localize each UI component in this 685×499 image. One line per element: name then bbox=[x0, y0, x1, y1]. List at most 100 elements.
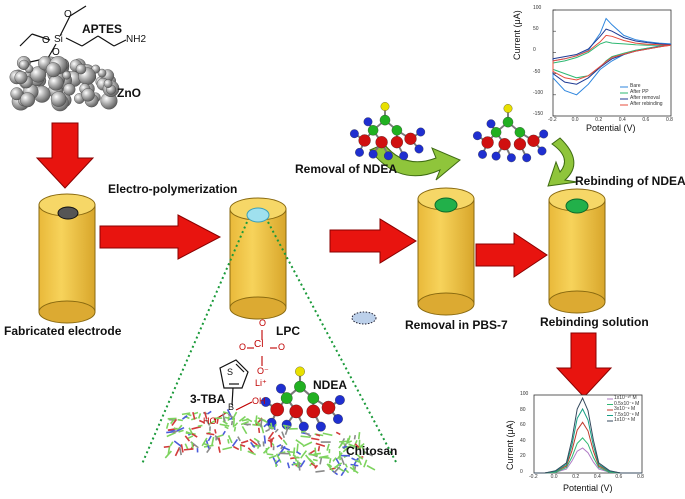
removal-curved-arrow bbox=[369, 143, 461, 181]
zno-particle bbox=[45, 62, 61, 78]
dpv-xtick: -0.2 bbox=[529, 474, 538, 480]
chitosan-bond bbox=[172, 430, 178, 434]
atom bbox=[391, 125, 403, 136]
curved-arrows bbox=[369, 137, 578, 187]
cv-plot-frame bbox=[552, 9, 672, 117]
arrow-down-1 bbox=[35, 122, 95, 189]
dpv-legend-entry: 0.5x10⁻⁹ M bbox=[614, 400, 640, 407]
zno-particle bbox=[20, 92, 36, 108]
chitosan-bond bbox=[214, 429, 217, 434]
lpc-o-right: O bbox=[278, 342, 286, 352]
arrow-right-2 bbox=[329, 218, 417, 264]
arrow-right-3 bbox=[475, 232, 548, 278]
cv-xlabel: Potential (V) bbox=[586, 123, 636, 133]
arrow-right-1 bbox=[99, 214, 222, 260]
tba-label: 3-TBA bbox=[190, 392, 226, 406]
dpv-xtick: 0.8 bbox=[637, 474, 644, 480]
dpv-legend-entry: 7.5x10⁻⁹ M bbox=[614, 411, 640, 418]
atom bbox=[307, 392, 320, 404]
electro-polymerization-label: Electro-polymerization bbox=[108, 182, 238, 196]
chitosan-bond bbox=[344, 463, 348, 468]
chitosan-bond bbox=[274, 458, 281, 465]
chitosan-bond bbox=[366, 464, 376, 471]
chitosan-bond bbox=[347, 435, 351, 441]
cv-ylabel: Current (μA) bbox=[512, 10, 522, 60]
chitosan-bond bbox=[257, 427, 261, 434]
chitosan-bond bbox=[222, 411, 229, 415]
atom bbox=[414, 144, 424, 154]
removal-of-ndea-label: Removal of NDEA bbox=[295, 162, 398, 176]
chitosan-bond bbox=[280, 444, 284, 450]
chitosan-bond bbox=[178, 446, 182, 456]
chitosan-bond bbox=[183, 448, 194, 451]
chitosan-bond bbox=[313, 452, 321, 456]
chitosan-bond bbox=[283, 424, 287, 430]
chitosan-bond bbox=[168, 418, 176, 422]
chitosan-bond bbox=[296, 451, 302, 455]
dpv-ytick: 0 bbox=[520, 469, 523, 475]
chitosan-bond bbox=[227, 413, 234, 419]
chitosan-bond bbox=[286, 462, 291, 469]
chitosan-bond bbox=[191, 433, 198, 438]
atom bbox=[513, 138, 527, 151]
cv-xtick: 0.0 bbox=[571, 117, 579, 123]
dpv-xtick: 0.2 bbox=[572, 474, 580, 480]
dpv-ytick: 40 bbox=[520, 437, 526, 444]
chitosan-bond bbox=[311, 437, 320, 441]
rebinding-solution-label: Rebinding solution bbox=[540, 315, 649, 329]
dpv-xlabel: Potential (V) bbox=[563, 483, 613, 493]
chitosan-bond bbox=[281, 431, 286, 439]
chitosan-bond bbox=[227, 435, 233, 444]
chitosan-bond bbox=[227, 439, 230, 444]
atom bbox=[289, 404, 304, 419]
zno-particle bbox=[62, 70, 71, 80]
dpv-ytick: 80 bbox=[520, 406, 526, 413]
cv-ytick: 100 bbox=[533, 5, 542, 11]
flow-arrows bbox=[35, 122, 613, 398]
atom bbox=[486, 119, 496, 129]
cv-xtick: 0.2 bbox=[595, 117, 603, 123]
atom bbox=[404, 132, 417, 145]
chitosan-bond bbox=[207, 410, 212, 415]
atom bbox=[498, 138, 511, 151]
dpv-plot-frame bbox=[533, 394, 643, 474]
chitosan-bond bbox=[262, 446, 270, 454]
zno-particle bbox=[75, 63, 87, 75]
atom bbox=[539, 129, 549, 139]
cv-xtick: 0.4 bbox=[618, 117, 626, 123]
chitosan-bond bbox=[184, 435, 191, 442]
atom bbox=[295, 366, 305, 377]
nh2-label: NH2 bbox=[126, 34, 147, 45]
chitosan-bond bbox=[300, 450, 308, 459]
chitosan-bond bbox=[241, 418, 250, 422]
chitosan-bond bbox=[188, 427, 193, 434]
cv-legend-entry: After removal bbox=[630, 95, 660, 101]
zno-particle bbox=[50, 91, 67, 107]
chitosan-bond bbox=[287, 450, 292, 457]
cv-ytick: -100 bbox=[533, 89, 544, 96]
zno-particle bbox=[63, 83, 76, 96]
chitosan-bond bbox=[302, 441, 313, 448]
chitosan-bond bbox=[340, 457, 345, 466]
chitosan-bond bbox=[263, 422, 269, 428]
chitosan-bond bbox=[314, 464, 319, 469]
dpv-chart bbox=[533, 394, 643, 474]
ndea-model-removal bbox=[349, 102, 426, 161]
chitosan-bond bbox=[233, 445, 240, 451]
chitosan-chain bbox=[163, 408, 376, 477]
atom bbox=[390, 136, 403, 149]
chitosan-bond bbox=[299, 459, 306, 468]
chitosan-bond bbox=[280, 445, 286, 454]
dpv-legend-entry: 1x10⁻⁸ M bbox=[614, 417, 636, 423]
chitosan-label: Chitosan bbox=[346, 444, 398, 458]
ho-label: HO bbox=[203, 416, 217, 426]
chitosan-bond bbox=[354, 459, 360, 463]
dpv-ytick: 100 bbox=[520, 391, 529, 397]
chitosan-bond bbox=[300, 435, 311, 439]
chitosan-bond bbox=[277, 434, 283, 440]
atom bbox=[260, 396, 271, 407]
ndea-model-lpc bbox=[260, 366, 345, 432]
chitosan-bond bbox=[181, 412, 191, 416]
o-atom-3: O bbox=[52, 47, 60, 58]
